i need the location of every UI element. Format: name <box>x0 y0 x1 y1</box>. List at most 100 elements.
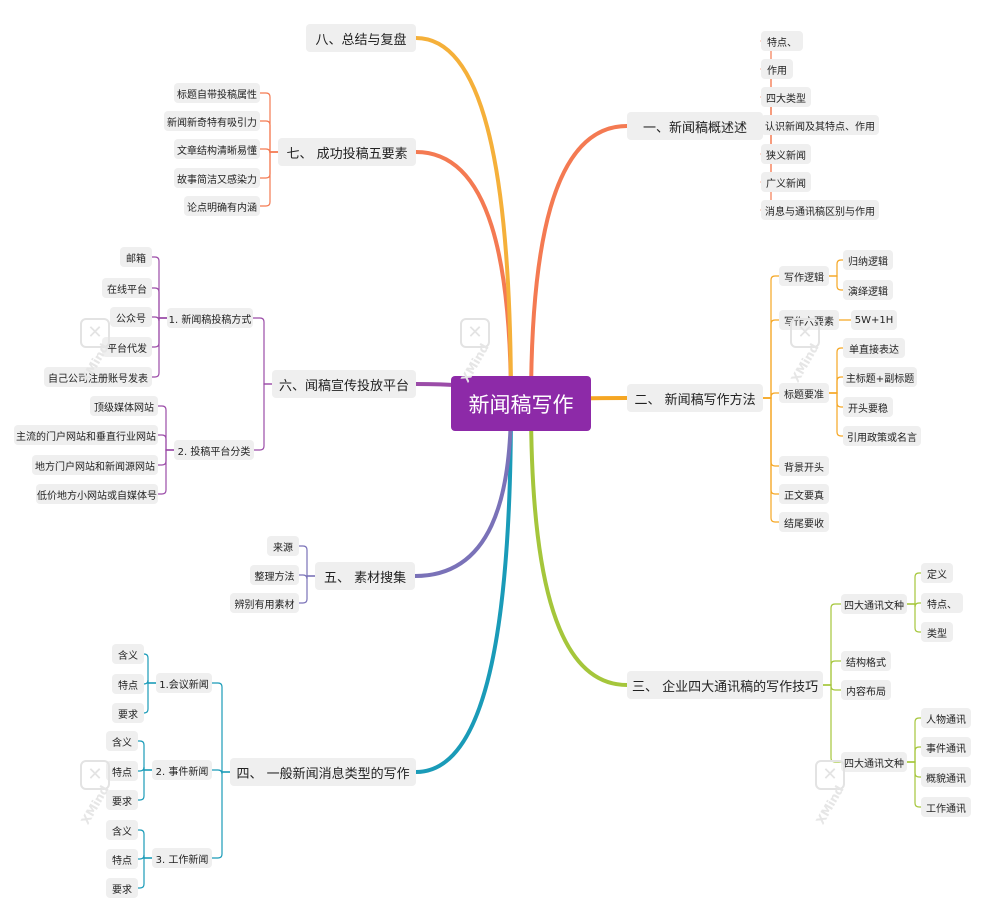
leaf-b2-0-0[interactable]: 归纳逻辑 <box>843 250 893 270</box>
topic-b7-label: 七、 成功投稿五要素 <box>286 146 408 162</box>
leaf-b4-0-2[interactable]: 要求 <box>112 703 144 723</box>
leaf-b4-0-0[interactable]: 含义 <box>112 644 144 664</box>
leaf-b4-2-0[interactable]: 含义 <box>106 820 138 840</box>
leaf-b2-2-1[interactable]: 主标题+副标题 <box>843 367 917 387</box>
leaf-b6-1-2[interactable]: 地方门户网站和新闻源网站 <box>32 455 158 475</box>
topic-b3-label: 三、 企业四大通讯稿的写作技巧 <box>631 679 819 695</box>
connector <box>762 275 780 399</box>
subtopic-b4-2[interactable]: 3. 工作新闻 <box>152 848 212 868</box>
central-topic[interactable]: 新闻稿写作 <box>451 376 591 431</box>
subtopic-b7-2[interactable]: 文章结构清晰易懂 <box>174 139 260 159</box>
subtopic-b4-1-label: 2. 事件新闻 <box>155 766 209 778</box>
leaf-b3-3-3-label: 工作通讯 <box>926 803 966 815</box>
leaf-b4-2-1-label: 特点 <box>112 855 132 867</box>
subtopic-b4-0[interactable]: 1.会议新闻 <box>156 673 212 693</box>
subtopic-b7-1[interactable]: 新闻新奇特有吸引力 <box>164 111 260 131</box>
leaf-b3-3-0-label: 人物通讯 <box>926 714 966 726</box>
leaf-b4-2-2[interactable]: 要求 <box>106 878 138 898</box>
leaf-b3-0-2-label: 类型 <box>927 628 947 640</box>
subtopic-b6-1[interactable]: 2. 投稿平台分类 <box>174 440 254 460</box>
subtopic-b1-1[interactable]: 作用 <box>761 59 793 79</box>
leaf-b4-2-2-label: 要求 <box>112 884 132 896</box>
subtopic-b1-0[interactable]: 特点、 <box>761 31 803 51</box>
subtopic-b4-1[interactable]: 2. 事件新闻 <box>152 760 212 780</box>
connector <box>137 766 153 772</box>
connector <box>252 317 273 385</box>
subtopic-b7-2-label: 文章结构清晰易懂 <box>177 145 257 157</box>
leaf-b2-1-0[interactable]: 5W+1H <box>851 310 897 330</box>
subtopic-b2-3-label: 背景开头 <box>784 462 824 474</box>
subtopic-b1-4[interactable]: 狭义新闻 <box>761 144 811 164</box>
leaf-b2-2-2-label: 开头要稳 <box>848 403 888 415</box>
subtopic-b2-4[interactable]: 正文要真 <box>779 484 829 504</box>
leaf-b4-2-1[interactable]: 特点 <box>106 849 138 869</box>
leaf-b6-0-0[interactable]: 邮箱 <box>120 247 152 267</box>
subtopic-b5-0[interactable]: 来源 <box>267 536 299 556</box>
subtopic-b5-1[interactable]: 整理方法 <box>250 565 299 585</box>
leaf-b6-1-0[interactable]: 顶级媒体网站 <box>90 396 158 416</box>
leaf-b6-0-3-label: 平台代发 <box>107 343 147 355</box>
subtopic-b1-2[interactable]: 四大类型 <box>761 87 811 107</box>
subtopic-b7-4[interactable]: 论点明确有内涵 <box>184 196 260 216</box>
subtopic-b1-3[interactable]: 认识新闻及其特点、作用 <box>761 115 879 135</box>
topic-b3[interactable]: 三、 企业四大通讯稿的写作技巧 <box>627 671 823 699</box>
connector <box>151 317 168 378</box>
leaf-b2-2-1-label: 主标题+副标题 <box>845 373 915 385</box>
connector <box>828 376 844 394</box>
topic-b2[interactable]: 二、 新闻稿写作方法 <box>627 384 763 412</box>
leaf-b3-0-0[interactable]: 定义 <box>921 563 953 583</box>
leaf-b6-0-2[interactable]: 公众号 <box>110 307 152 327</box>
leaf-b3-3-1[interactable]: 事件通讯 <box>921 737 971 757</box>
subtopic-b7-0[interactable]: 标题自带投稿属性 <box>174 83 260 103</box>
leaf-b2-2-3-label: 引用政策或名言 <box>847 432 917 444</box>
leaf-b2-2-2[interactable]: 开头要稳 <box>843 397 893 417</box>
leaf-b6-0-3[interactable]: 平台代发 <box>102 337 152 357</box>
leaf-b6-1-3[interactable]: 低价地方小网站或自媒体号 <box>36 484 158 504</box>
subtopic-b2-2[interactable]: 标题要准 <box>779 383 829 403</box>
subtopic-b7-3[interactable]: 故事简洁又感染力 <box>174 168 260 188</box>
leaf-b6-0-4[interactable]: 自己公司注册账号发表 <box>44 367 152 387</box>
subtopic-b7-4-label: 论点明确有内涵 <box>187 202 257 214</box>
leaf-b2-2-0[interactable]: 单直接表达 <box>843 338 905 358</box>
subtopic-b3-0[interactable]: 四大通讯文种 <box>841 594 907 614</box>
connector <box>762 397 780 523</box>
connector <box>906 572 922 605</box>
leaf-b2-0-1[interactable]: 演绎逻辑 <box>843 280 893 300</box>
leaf-b3-3-1-label: 事件通讯 <box>926 743 966 755</box>
leaf-b2-2-3[interactable]: 引用政策或名言 <box>843 426 921 446</box>
leaf-b4-1-2[interactable]: 要求 <box>106 790 138 810</box>
leaf-b4-1-0[interactable]: 含义 <box>106 731 138 751</box>
leaf-b3-0-2[interactable]: 类型 <box>921 622 953 642</box>
subtopic-b2-5-label: 结尾要收 <box>784 518 824 530</box>
subtopic-b2-1[interactable]: 写作六要素 <box>779 310 839 330</box>
subtopic-b3-2[interactable]: 内容布局 <box>841 680 891 700</box>
topic-b5[interactable]: 五、 素材搜集 <box>315 562 415 590</box>
leaf-b6-1-1[interactable]: 主流的门户网站和垂直行业网站 <box>14 425 158 445</box>
subtopic-b5-2[interactable]: 辨别有用素材 <box>230 593 299 613</box>
leaf-b4-1-1[interactable]: 特点 <box>106 761 138 781</box>
subtopic-b3-1[interactable]: 结构格式 <box>841 651 891 671</box>
topic-b8[interactable]: 八、总结与复盘 <box>306 24 416 52</box>
leaf-b3-3-0[interactable]: 人物通讯 <box>921 708 971 728</box>
subtopic-b2-3[interactable]: 背景开头 <box>779 456 829 476</box>
leaf-b3-3-3[interactable]: 工作通讯 <box>921 797 971 817</box>
topic-b7[interactable]: 七、 成功投稿五要素 <box>278 138 416 166</box>
subtopic-b6-0[interactable]: 1. 新闻稿投稿方式 <box>167 308 253 328</box>
topic-b6[interactable]: 六、闻稿宣传投放平台 <box>272 370 416 398</box>
connector <box>253 383 273 451</box>
subtopic-b1-1-label: 作用 <box>767 65 787 77</box>
topic-b4[interactable]: 四、 一般新闻消息类型的写作 <box>230 758 416 786</box>
subtopic-b1-5[interactable]: 广义新闻 <box>761 172 811 192</box>
subtopic-b3-3[interactable]: 四大通讯文种 <box>841 752 907 772</box>
leaf-b3-3-2[interactable]: 概貌通讯 <box>921 767 971 787</box>
subtopic-b1-6[interactable]: 消息与通讯稿区别与作用 <box>761 200 879 220</box>
topic-b1[interactable]: 一、新闻稿概述述 <box>627 112 763 140</box>
subtopic-b2-0[interactable]: 写作逻辑 <box>779 266 829 286</box>
connector <box>151 287 168 319</box>
connector <box>760 125 776 211</box>
subtopic-b2-5[interactable]: 结尾要收 <box>779 512 829 532</box>
leaf-b4-0-1[interactable]: 特点 <box>112 674 144 694</box>
leaf-b6-0-1[interactable]: 在线平台 <box>102 278 152 298</box>
leaf-b3-0-1[interactable]: 特点、 <box>921 593 963 613</box>
connector <box>822 684 842 691</box>
